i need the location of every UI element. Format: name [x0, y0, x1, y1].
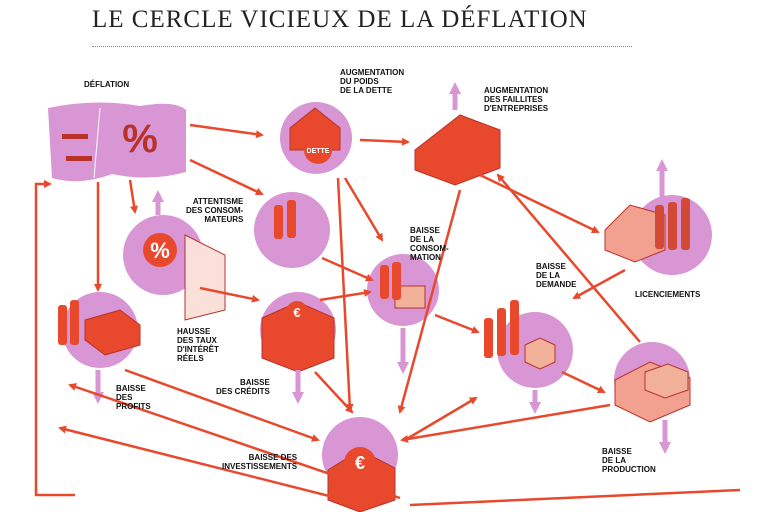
label-demand-drop: BAISSE DE LA DEMANDE: [536, 262, 577, 289]
arrow-demand-production: [561, 370, 606, 394]
debt-house-icon: [289, 107, 341, 151]
arrow-debt-consumption: [343, 177, 384, 242]
bankruptcy-factory-icon: [414, 114, 501, 186]
debt-tag: DETTE: [304, 136, 332, 164]
arrow-bottom-loop-3: [409, 488, 741, 507]
label-profits-drop: BAISSE DES PROFITS: [116, 384, 151, 411]
arrow-wait-consumption: [321, 256, 374, 282]
label-real-rates: HAUSSE DES TAUX D'INTÉRÊT RÉELS: [177, 327, 219, 363]
arrow-deflation-rates: [128, 179, 139, 214]
arrow-layoffs-demand: [572, 268, 626, 300]
svg-text:%: %: [150, 238, 170, 263]
arrow-bankruptcy-layoffs: [479, 173, 600, 234]
profits-money-icon: [84, 309, 141, 356]
label-debt-weight: AUGMENTATION DU POIDS DE LA DETTE: [340, 68, 405, 95]
arrow-deflation-debt: [189, 123, 264, 139]
svg-text:DETTE: DETTE: [307, 148, 330, 155]
label-consumption-drop: BAISSE DE LA CONSOM- MATION: [410, 226, 449, 262]
arrow-bankruptcy-investment: [397, 189, 462, 414]
rates-tower-icon: [184, 234, 226, 321]
svg-text:€: €: [293, 305, 300, 320]
arrow-loop-to-deflation: [34, 180, 75, 497]
arrow-debt-bankruptcy: [359, 137, 410, 146]
consumer-person-icon: [380, 265, 389, 299]
arrow-profits-investment: [124, 368, 320, 442]
arrow-rates-credit: [199, 286, 260, 303]
layoffs-person-icon: [655, 205, 664, 249]
production-box-icon: [644, 363, 689, 399]
arrow-investment-demand: [404, 396, 478, 442]
rates-percent-badge: %: [143, 233, 177, 267]
label-wait-and-see: ATTENTISME DES CONSOM- MATEURS: [186, 197, 244, 224]
label-bankruptcies: AUGMENTATION DES FAILLITES D'ENTREPRISES: [484, 86, 549, 113]
label-deflation: DÉFLATION: [84, 80, 130, 89]
demand-person-icon: [484, 318, 493, 358]
title-divider: [92, 46, 632, 47]
arrow-debt-investment: [336, 177, 354, 412]
label-credit-drop: BAISSE DES CRÉDITS: [216, 378, 270, 396]
people-icons: [58, 198, 690, 358]
diagram-title: LE CERCLE VICIEUX DE LA DÉFLATION: [92, 6, 588, 33]
flow-arrows: [34, 123, 741, 507]
arrow-layoffs-bankruptcy: [496, 173, 641, 343]
arrow-production-investment: [400, 403, 611, 443]
profits-person-icon: [58, 305, 67, 345]
arrow-credit-investment: [314, 371, 354, 414]
layoffs-factory-icon: [604, 204, 666, 263]
label-investment-drop: BAISSE DES INVESTISSEMENTS: [222, 453, 298, 471]
label-layoffs: LICENCIEMENTS: [635, 290, 701, 299]
credit-euro-badge: €: [286, 301, 308, 323]
arrow-bottom-loop-1: [58, 425, 346, 502]
wait-person-icon: [274, 205, 283, 239]
arrow-bottom-loop-2: [68, 383, 401, 500]
svg-text:€: €: [355, 453, 365, 473]
svg-text:%: %: [122, 117, 158, 161]
arrow-consumption-demand: [434, 313, 480, 334]
investment-euro-badge: €: [344, 447, 376, 479]
label-production-drop: BAISSE DE LA PRODUCTION: [602, 447, 656, 474]
arrow-deflation-wait: [189, 158, 264, 196]
deflation-banner: %: [48, 102, 186, 182]
demand-box-icon: [524, 337, 556, 370]
